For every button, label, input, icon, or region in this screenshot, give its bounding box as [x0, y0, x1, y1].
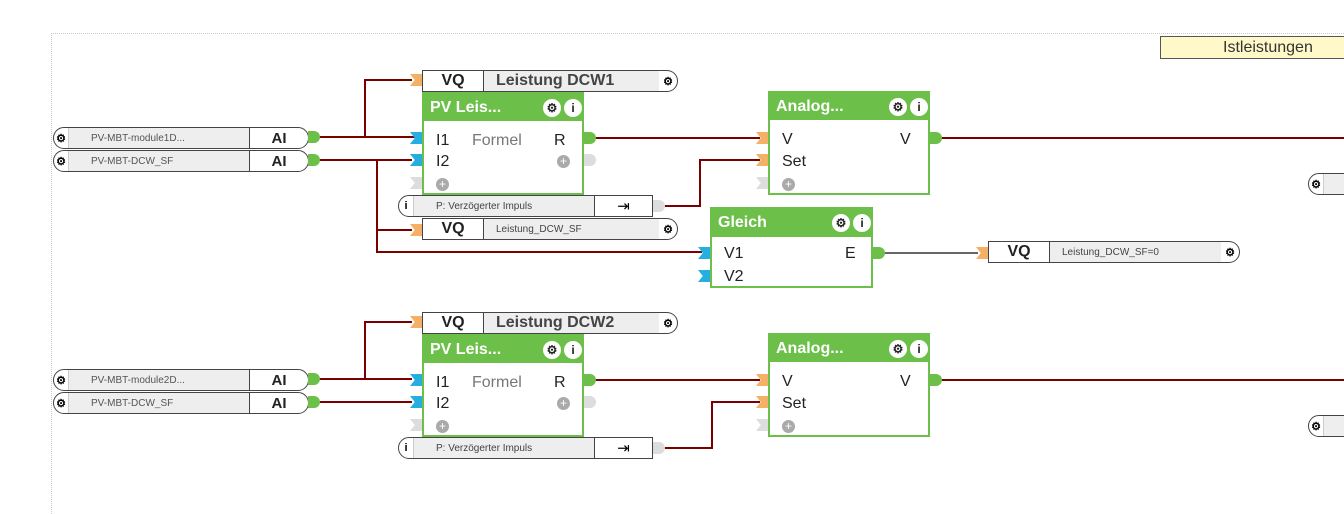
input-port[interactable] [410, 419, 422, 431]
input-port[interactable] [976, 247, 988, 259]
formula-block[interactable]: PV Leis...⚙i I1 Formel R I2 + + [422, 92, 584, 195]
info-icon[interactable]: i [910, 97, 928, 116]
wire [663, 159, 760, 207]
add-input-icon[interactable]: + [782, 178, 795, 191]
output-port[interactable] [308, 154, 320, 166]
output-port[interactable] [308, 373, 320, 385]
gear-icon[interactable]: ⚙ [1311, 178, 1321, 191]
gear-icon[interactable]: ⚙ [543, 98, 561, 117]
input-port[interactable] [756, 396, 768, 408]
virtual-output-dcw-sf-0[interactable]: VQ Leistung_DCW_SF=0 ⚙ [988, 241, 1240, 263]
gear-icon[interactable]: ⚙ [832, 214, 850, 232]
input-port[interactable] [756, 132, 768, 144]
info-icon[interactable]: i [910, 339, 928, 358]
info-icon[interactable]: i [404, 442, 408, 454]
info-icon[interactable]: i [564, 98, 582, 117]
input-port[interactable] [698, 270, 710, 282]
add-output-icon[interactable]: + [557, 397, 570, 410]
equal-block[interactable]: Gleich⚙i V1 E V2 [710, 207, 873, 288]
analog-input-dcw-sf[interactable]: ⚙ PV-MBT-DCW_SF AI [53, 392, 309, 414]
gear-icon[interactable]: ⚙ [56, 374, 66, 387]
analog-input-dcw-sf[interactable]: ⚙ PV-MBT-DCW_SF AI [53, 150, 309, 172]
output-port[interactable] [584, 132, 596, 144]
info-icon[interactable]: i [564, 340, 582, 359]
gear-icon[interactable]: ⚙ [1225, 246, 1235, 259]
input-port[interactable] [410, 224, 422, 236]
virtual-output-dcw-sf[interactable]: VQ Leistung_DCW_SF ⚙ [422, 218, 678, 240]
analog-memory-block[interactable]: Analog...⚙i V V Set + [768, 91, 930, 195]
analog-input-module2[interactable]: ⚙ PV-MBT-module2D... AI [53, 369, 309, 391]
input-port[interactable] [410, 396, 422, 408]
input-port[interactable] [410, 374, 422, 386]
input-port[interactable] [410, 177, 422, 189]
input-port[interactable] [756, 419, 768, 431]
gear-icon[interactable]: ⚙ [56, 397, 66, 410]
gear-icon[interactable]: ⚙ [663, 223, 673, 236]
gear-icon[interactable]: ⚙ [889, 339, 907, 358]
output-port[interactable] [653, 200, 665, 212]
add-input-icon[interactable]: + [782, 420, 795, 433]
parameter-delayed-pulse[interactable]: i P: Verzögerter Impuls ⇥ [398, 195, 653, 217]
input-port[interactable] [756, 374, 768, 386]
wire [663, 401, 760, 449]
pulse-icon: ⇥ [594, 196, 652, 216]
add-input-icon[interactable]: + [436, 420, 449, 433]
gear-icon[interactable]: ⚙ [663, 75, 673, 88]
analog-memory-block[interactable]: Analog...⚙i V V Set + [768, 333, 930, 437]
gear-icon[interactable]: ⚙ [543, 340, 561, 359]
formula-block[interactable]: PV Leis...⚙i I1 Formel R I2 + + [422, 334, 584, 437]
offscreen-block[interactable]: ⚙ [1308, 173, 1344, 195]
output-port[interactable] [930, 132, 942, 144]
virtual-output-dcw2[interactable]: VQ Leistung DCW2 ⚙ [422, 312, 678, 334]
gear-icon[interactable]: ⚙ [663, 317, 673, 330]
output-port[interactable] [584, 374, 596, 386]
output-port[interactable] [584, 396, 596, 408]
input-port[interactable] [756, 154, 768, 166]
info-icon[interactable]: i [404, 200, 408, 212]
pulse-icon: ⇥ [594, 438, 652, 458]
output-port[interactable] [308, 396, 320, 408]
comment-label[interactable]: Istleistungen [1160, 36, 1344, 59]
input-port[interactable] [756, 177, 768, 189]
wire [318, 321, 412, 380]
diagram-canvas[interactable] [51, 33, 1344, 514]
input-port[interactable] [410, 316, 422, 328]
output-port[interactable] [308, 131, 320, 143]
output-port[interactable] [930, 374, 942, 386]
offscreen-block[interactable]: ⚙ [1308, 415, 1344, 437]
wire [318, 159, 702, 253]
add-input-icon[interactable]: + [436, 178, 449, 191]
virtual-output-dcw1[interactable]: VQ Leistung DCW1 ⚙ [422, 70, 678, 92]
input-port[interactable] [698, 247, 710, 259]
output-port[interactable] [873, 247, 885, 259]
input-port[interactable] [410, 74, 422, 86]
gear-icon[interactable]: ⚙ [889, 97, 907, 116]
gear-icon[interactable]: ⚙ [56, 155, 66, 168]
gear-icon[interactable]: ⚙ [1311, 420, 1321, 433]
input-port[interactable] [410, 132, 422, 144]
analog-input-module1[interactable]: ⚙ PV-MBT-module1D... AI [53, 127, 309, 149]
gear-icon[interactable]: ⚙ [56, 132, 66, 145]
output-port[interactable] [584, 154, 596, 166]
output-port[interactable] [653, 442, 665, 454]
input-port[interactable] [410, 154, 422, 166]
info-icon[interactable]: i [853, 214, 871, 232]
parameter-delayed-pulse[interactable]: i P: Verzögerter Impuls ⇥ [398, 437, 653, 459]
wire [318, 79, 422, 138]
add-output-icon[interactable]: + [557, 155, 570, 168]
